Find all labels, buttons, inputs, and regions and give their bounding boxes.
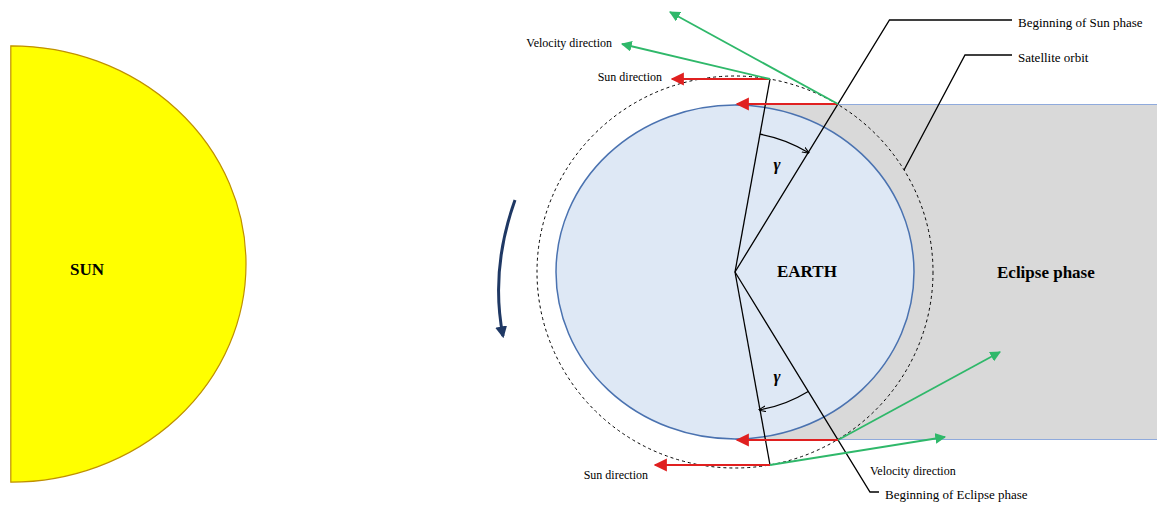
angle-symbol: γ	[773, 367, 780, 387]
label-holder: γ	[773, 367, 780, 387]
leader-line	[904, 55, 1012, 170]
node-label-holder: SUN	[70, 260, 104, 280]
label-holder: Beginning of Sun phase	[1018, 13, 1143, 31]
angle-arc	[760, 134, 808, 152]
sun-direction-arrow	[672, 78, 770, 80]
node-label: EARTH	[777, 262, 837, 282]
label-holder: Sun direction	[598, 67, 662, 85]
leader-line	[735, 20, 1012, 272]
velocity-arrow	[770, 437, 945, 465]
arrow-label: Sun direction	[598, 71, 662, 85]
node-label-holder: EARTH	[777, 262, 837, 282]
label-holder: Velocity direction	[526, 33, 612, 51]
velocity-arrow	[670, 12, 838, 104]
arrow-label: Sun direction	[584, 469, 648, 483]
sun-shape: SUN	[10, 45, 246, 483]
angle-arc	[760, 391, 808, 409]
label-holder: Velocity direction	[870, 461, 956, 479]
angle-symbol: γ	[773, 155, 780, 175]
node-label: SUN	[70, 260, 104, 280]
callout-text: Beginning of Sun phase	[1018, 16, 1143, 31]
arrow-label: Velocity direction	[870, 465, 956, 479]
sun-outline	[10, 45, 246, 483]
node-label-holder: Eclipse phase	[997, 263, 1095, 283]
label-holder: Beginning of Eclipse phase	[885, 485, 1028, 503]
label-holder: Sun direction	[584, 465, 648, 483]
velocity-arrow	[838, 352, 1000, 440]
arrow-label: Velocity direction	[526, 37, 612, 51]
node-label: Eclipse phase	[997, 263, 1095, 283]
callout-text: Satellite orbit	[1018, 51, 1088, 66]
label-holder: γ	[773, 155, 780, 175]
sun-direction-arrow	[655, 464, 770, 466]
sun-direction-arrow	[737, 439, 838, 441]
rotation-arrow	[499, 200, 515, 336]
label-holder: Satellite orbit	[1018, 48, 1088, 66]
callout-text: Beginning of Eclipse phase	[885, 488, 1028, 503]
sun-disc	[11, 46, 246, 482]
sun-direction-arrow	[737, 103, 838, 105]
